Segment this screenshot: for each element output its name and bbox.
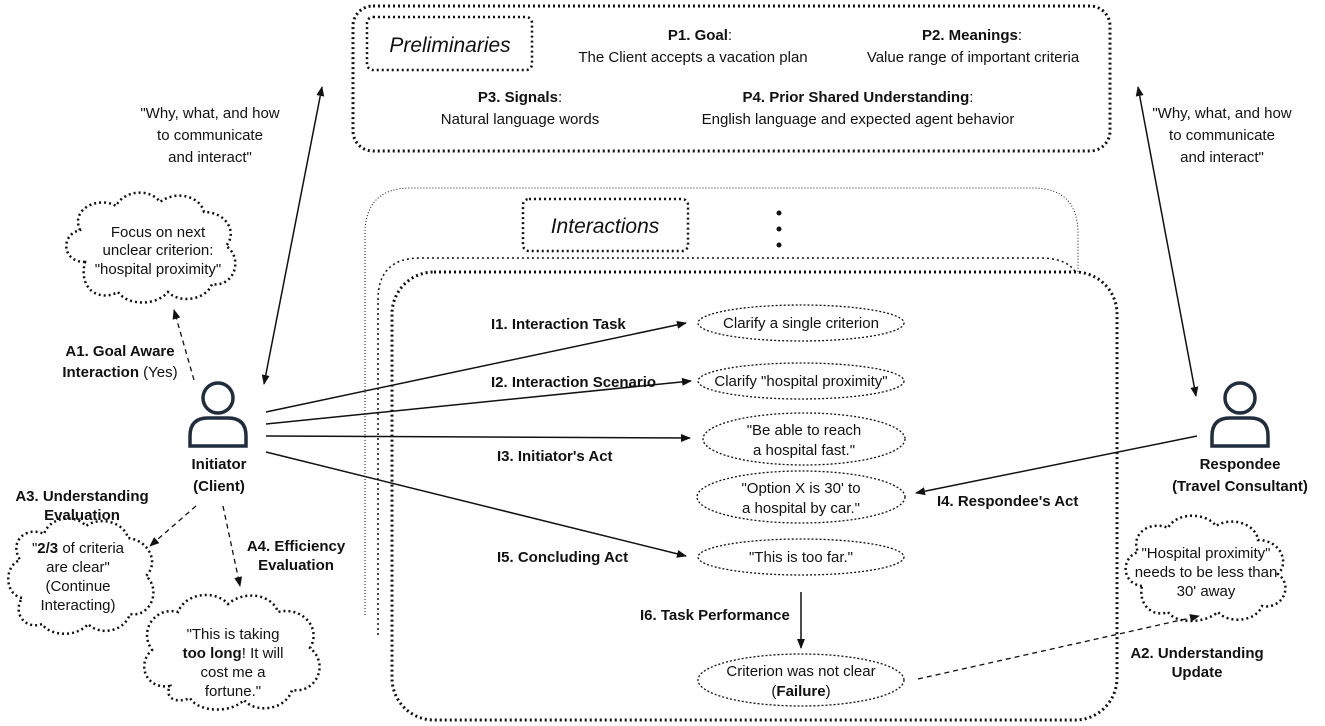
p4-head: P4. Prior Shared Understanding: xyxy=(743,89,974,106)
focus-line-2: unclear criterion: xyxy=(103,242,214,259)
e1-text: Clarify a single criterion xyxy=(723,315,879,332)
ellipse-task-performance: Criterion was not clear (Failure) xyxy=(697,653,905,707)
p1-head: P1. Goal: xyxy=(668,27,732,44)
interactions-title: Interactions xyxy=(551,215,660,238)
why-right-3: and interact" xyxy=(1180,149,1264,166)
e6-line-1: Criterion was not clear xyxy=(726,663,875,680)
e4-line-1: "Option X is 30' to xyxy=(741,480,860,497)
p4-text: English language and expected agent beha… xyxy=(702,111,1015,128)
ellipse-interaction-task: Clarify a single criterion xyxy=(697,304,905,342)
a4-label-1: A4. Efficiency xyxy=(247,538,346,555)
e2-text: Clarify "hospital proximity" xyxy=(714,373,887,390)
efficiency-line-1: "This is taking xyxy=(187,626,280,643)
why-left-2: to communicate xyxy=(157,127,263,144)
why-right-2: to communicate xyxy=(1169,127,1275,144)
a2-label-2: Update xyxy=(1172,664,1223,681)
a2-label-1: A2. Understanding xyxy=(1130,645,1263,662)
ellipse-respondee-act: "Option X is 30' to a hospital by car." xyxy=(696,470,906,524)
understanding-line-3: (Continue xyxy=(45,578,110,595)
arrow-i4 xyxy=(915,435,1198,496)
a1-label-1: A1. Goal Aware xyxy=(65,343,174,360)
focus-line-1: Focus on next xyxy=(111,224,206,241)
understanding-line-2: are clear" xyxy=(46,559,110,576)
interactions-title-box xyxy=(521,197,690,253)
ellipse-initiator-act: "Be able to reach a hospital fast." xyxy=(702,412,906,466)
arrow-i3 xyxy=(265,433,691,442)
why-left-3: and interact" xyxy=(168,149,252,166)
ellipse-interaction-scenario: Clarify "hospital proximity" xyxy=(697,362,905,400)
efficiency-line-3: cost me a xyxy=(200,664,266,681)
arrow-initiator-preliminaries xyxy=(261,86,325,385)
initiator-label-2: (Client) xyxy=(193,478,245,495)
p2-text: Value range of important criteria xyxy=(867,49,1080,66)
a3-label-1: A3. Understanding xyxy=(15,488,148,505)
arrow-a4 xyxy=(222,505,243,587)
preliminaries-title: Preliminaries xyxy=(389,34,511,57)
efficiency-line-4: fortune." xyxy=(205,683,261,700)
e5-text: "This is too far." xyxy=(749,549,853,566)
respondee-label-1: Respondee xyxy=(1200,456,1281,473)
ellipsis-dot xyxy=(776,210,782,216)
preliminaries-title-box xyxy=(365,15,534,72)
hospital-line-2: needs to be less than xyxy=(1135,564,1278,581)
thought-cloud-focus: Focus on next unclear criterion: "hospit… xyxy=(65,191,237,304)
hospital-line-1: "Hospital proximity" xyxy=(1141,545,1270,562)
why-left-1: "Why, what, and how xyxy=(140,105,279,122)
p3-head: P3. Signals: xyxy=(478,89,562,106)
arrow-a1 xyxy=(172,309,195,381)
i3-label: I3. Initiator's Act xyxy=(497,448,613,465)
understanding-line-1: "2/3 of criteria xyxy=(32,540,125,557)
e3-line-2: a hospital fast." xyxy=(753,442,855,459)
efficiency-line-2: too long! It will xyxy=(183,645,284,662)
ellipsis-dot xyxy=(776,226,782,232)
i5-label: I5. Concluding Act xyxy=(497,549,628,566)
p3-text: Natural language words xyxy=(441,111,599,128)
thought-cloud-efficiency: "This is taking too long! It will cost m… xyxy=(142,593,321,711)
a3-label-2: Evaluation xyxy=(44,507,120,524)
a4-label-2: Evaluation xyxy=(258,557,334,574)
arrow-respondee-preliminaries xyxy=(1135,86,1199,397)
ellipsis-dot xyxy=(776,242,782,248)
focus-line-3: "hospital proximity" xyxy=(95,261,222,278)
i2-label: I2. Interaction Scenario xyxy=(491,374,656,391)
p1-text: The Client accepts a vacation plan xyxy=(578,49,807,66)
thought-cloud-understanding: "2/3 of criteria are clear" (Continue In… xyxy=(7,517,155,635)
e3-line-1: "Be able to reach xyxy=(747,422,862,439)
p2-head: P2. Meanings: xyxy=(922,27,1022,44)
why-right-1: "Why, what, and how xyxy=(1152,105,1291,122)
interactions-box-middle xyxy=(377,257,1081,635)
arrow-a2 xyxy=(917,614,1200,680)
arrow-i5 xyxy=(265,451,687,558)
arrow-a3 xyxy=(149,505,197,547)
initiator-label-1: Initiator xyxy=(192,456,247,473)
i4-label: I4. Respondee's Act xyxy=(937,493,1078,510)
arrow-i2 xyxy=(265,377,692,425)
thought-cloud-hospital: "Hospital proximity" needs to be less th… xyxy=(1124,514,1287,623)
e4-line-2: a hospital by car." xyxy=(742,500,860,517)
respondee-label-2: (Travel Consultant) xyxy=(1172,478,1308,495)
hospital-line-3: 30' away xyxy=(1177,583,1236,600)
i1-label: I1. Interaction Task xyxy=(491,316,626,333)
preliminaries-box xyxy=(351,4,1112,153)
e6-line-2: (Failure) xyxy=(771,683,830,700)
respondee-person-icon xyxy=(1210,381,1270,448)
ellipse-concluding-act: "This is too far." xyxy=(697,538,905,576)
arrow-i1 xyxy=(265,320,687,413)
understanding-line-4: Interacting) xyxy=(40,597,115,614)
a1-label-2: Interaction (Yes) xyxy=(62,364,177,381)
i6-label: I6. Task Performance xyxy=(640,607,790,624)
initiator-person-icon xyxy=(188,381,248,448)
